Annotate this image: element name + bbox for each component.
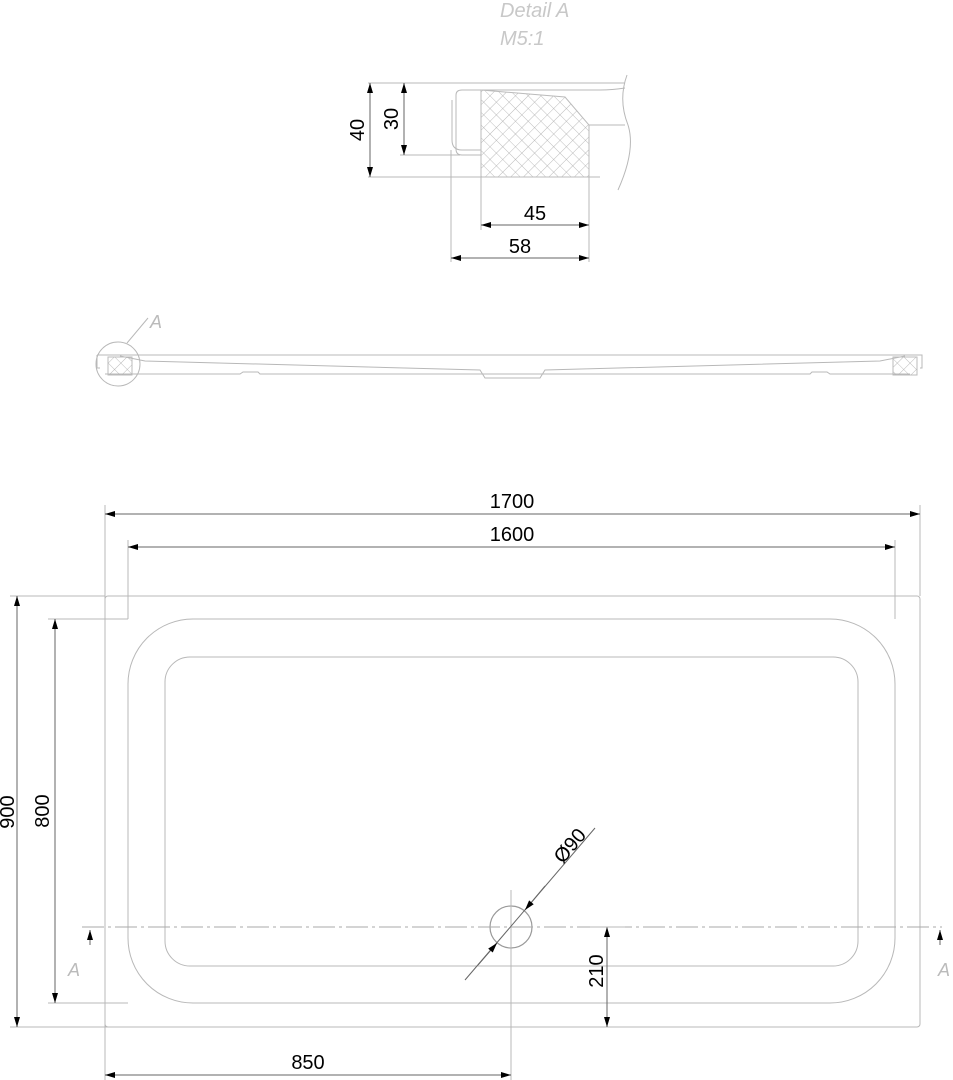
dim-detail-45: 45 (524, 203, 546, 225)
dim-drain-210: 210 (586, 954, 608, 987)
dim-width-900: 900 (0, 795, 19, 828)
dim-length-1700: 1700 (490, 491, 535, 513)
dim-drain-diameter: Ø90 (550, 825, 591, 868)
dim-detail-40: 40 (347, 119, 369, 141)
dim-detail-58: 58 (509, 236, 531, 258)
detail-a-view: Detail A M5:1 40 30 45 58 (347, 0, 631, 262)
dim-width-800: 800 (32, 794, 54, 827)
section-marker-right: A (937, 960, 950, 980)
dim-detail-30: 30 (381, 108, 403, 130)
dim-drain-850: 850 (291, 1052, 324, 1074)
detail-marker-a: A (149, 312, 162, 332)
section-marker-left: A (67, 960, 80, 980)
side-view: A (95, 312, 923, 387)
plan-view: 1700 1600 900 800 210 850 Ø90 A A (0, 491, 950, 1080)
dim-length-1600: 1600 (490, 524, 535, 546)
detail-scale: M5:1 (500, 28, 544, 50)
detail-title: Detail A (500, 0, 569, 22)
